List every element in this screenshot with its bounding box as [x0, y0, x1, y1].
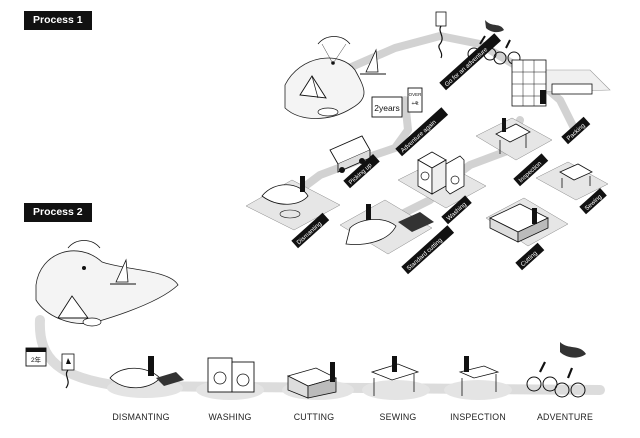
sign-over-text: OVER: [409, 92, 423, 97]
signpost-bottom: [61, 353, 75, 389]
calendar-icon: 2年: [25, 347, 47, 367]
sign-2years: 2years OVER +4t: [371, 87, 423, 118]
step-label: SEWING: [379, 412, 417, 422]
truck: [329, 135, 371, 173]
tag-packing: Packing: [561, 116, 591, 145]
signpost-top: [435, 11, 447, 59]
tag-cutting: Cutting: [515, 242, 545, 271]
step-label: INSPECTION: [450, 412, 506, 422]
process1-title: Process 1: [24, 11, 92, 30]
process1-machines: [261, 118, 593, 245]
island-scene-2: [35, 240, 179, 327]
process2-stations: [107, 342, 586, 400]
step-label: ADVENTURE: [536, 412, 594, 422]
sign-over-value: +4t: [411, 101, 419, 107]
svg-text:Standard cutting: Standard cutting: [406, 236, 445, 272]
packing-station: [511, 59, 611, 107]
step-label: CUTTING: [293, 412, 335, 422]
calendar-label: 2年: [31, 355, 42, 364]
step-label: WASHING: [208, 412, 252, 422]
sign-years-text: 2years: [374, 103, 400, 113]
process2-step-labels: DISMANTING WASHING CUTTING SEWING INSPEC…: [0, 412, 640, 426]
step-label: DISMANTING: [112, 412, 170, 422]
cyclists-top: [467, 20, 521, 65]
process2-title: Process 2: [24, 203, 92, 222]
svg-text:Go for an adventure: Go for an adventure: [444, 46, 490, 88]
island-scene-1: [284, 36, 386, 119]
